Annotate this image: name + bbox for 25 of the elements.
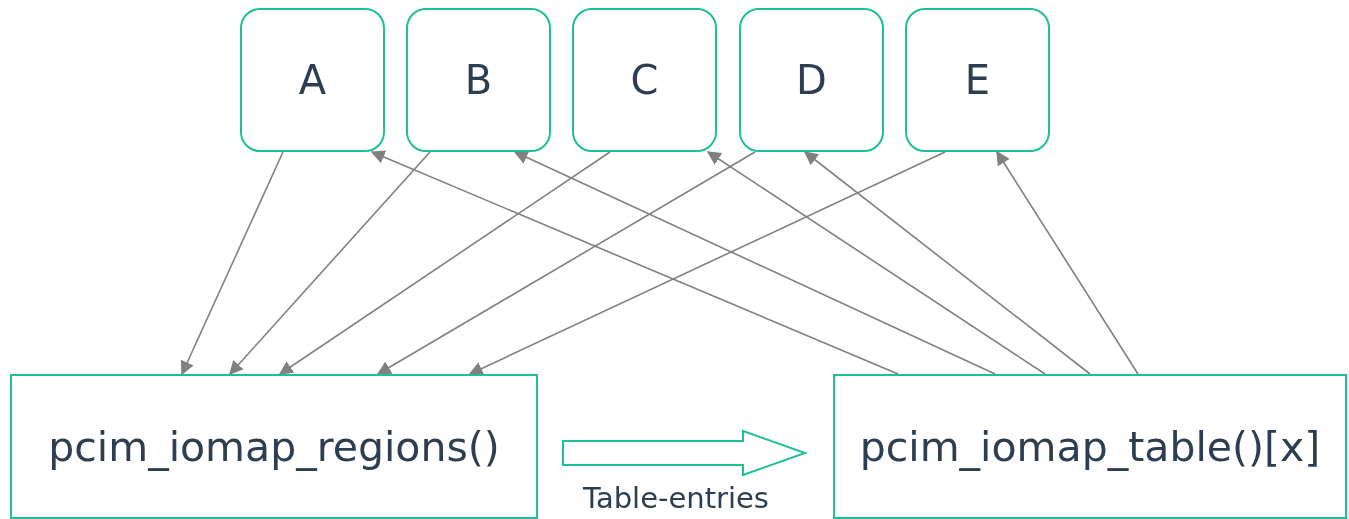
arrow: [513, 150, 996, 375]
arrow: [376, 151, 756, 375]
arrow: [278, 151, 611, 375]
node-text: pcim_iomap_table()[x]: [859, 422, 1321, 471]
node-text: C: [630, 57, 659, 103]
node-text: B: [464, 57, 493, 103]
block-arrow: [562, 429, 808, 477]
rounded-box: [905, 8, 1050, 152]
arrow: [803, 151, 1091, 375]
rounded-box: [406, 8, 551, 152]
node-text: E: [964, 57, 991, 103]
function-box: [10, 374, 538, 519]
rounded-box: [739, 8, 884, 152]
function-box: [833, 374, 1347, 519]
arrow: [370, 150, 899, 375]
node-text: A: [298, 57, 327, 103]
arrow: [229, 151, 431, 376]
arrow: [706, 151, 1046, 375]
rounded-box: [240, 8, 385, 152]
node-text: D: [796, 57, 827, 103]
arrow: [468, 151, 946, 375]
node-text: pcim_iomap_regions(): [48, 422, 500, 471]
rounded-box: [572, 8, 717, 152]
arrow: [180, 151, 284, 376]
arrow: [996, 150, 1139, 375]
